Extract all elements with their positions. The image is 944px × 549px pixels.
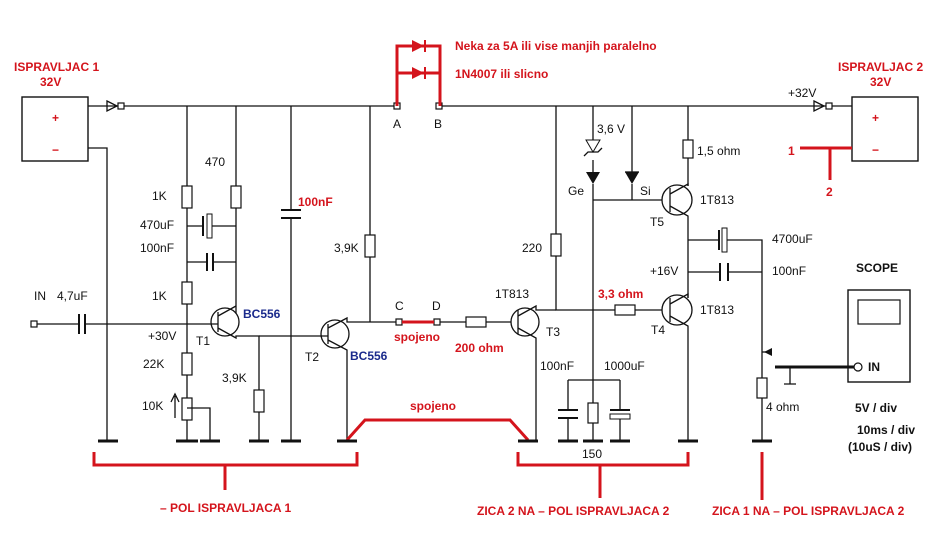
node-a-label: A bbox=[393, 117, 401, 131]
pot-10k-label: 10K bbox=[142, 399, 163, 413]
scope-title: SCOPE bbox=[856, 261, 898, 275]
t2-type-label: BC556 bbox=[350, 349, 388, 363]
supply-right-title: ISPRAVLJAC 2 bbox=[838, 60, 923, 74]
r-3-9k-label: 3,9K bbox=[222, 371, 247, 385]
c-470uf-label: 470uF bbox=[140, 218, 174, 232]
r-load-label: 4 ohm bbox=[766, 400, 799, 414]
r-200-label: 200 ohm bbox=[455, 341, 504, 355]
rail-32v-label: +32V bbox=[788, 86, 816, 100]
c-100nf-right-label: 100nF bbox=[772, 264, 806, 278]
top-rail: A B bbox=[88, 99, 852, 131]
diode-note-line1: Neka za 5A ili vise manjih paralelno bbox=[455, 39, 657, 53]
c-1000uf-label: 1000uF bbox=[604, 359, 645, 373]
zener-label: 3,6 V bbox=[597, 122, 625, 136]
ground-left-label: – POL ISPRAVLJACA 1 bbox=[160, 501, 291, 515]
input-label: IN bbox=[34, 289, 46, 303]
r-220-label: 220 bbox=[522, 241, 542, 255]
t5-label: T5 bbox=[650, 215, 664, 229]
r-150-label: 150 bbox=[582, 447, 602, 461]
r-470-label: 470 bbox=[205, 155, 225, 169]
r-22k-label: 22K bbox=[143, 357, 164, 371]
spojeno-ground-label: spojeno bbox=[410, 399, 456, 413]
scope-input-label: IN bbox=[868, 360, 880, 374]
node-d-label: D bbox=[432, 299, 441, 313]
r-1-5-label: 1,5 ohm bbox=[697, 144, 740, 158]
c-100nf-bypass-label: 100nF bbox=[298, 195, 333, 209]
node-c-label: C bbox=[395, 299, 404, 313]
supply-left-plus: + bbox=[52, 111, 59, 125]
v-30-label: +30V bbox=[148, 329, 176, 343]
ground-right-label: ZICA 1 NA – POL ISPRAVLJACA 2 bbox=[712, 504, 905, 518]
t3-type-label: 1T813 bbox=[495, 287, 529, 301]
t4-label: T4 bbox=[651, 323, 665, 337]
t4-type-label: 1T813 bbox=[700, 303, 734, 317]
supply-right-minus: − bbox=[872, 143, 879, 157]
si-label: Si bbox=[640, 184, 651, 198]
ge-label: Ge bbox=[568, 184, 584, 198]
supply-left: ISPRAVLJAC 1 32V + − bbox=[14, 60, 99, 162]
supply-left-voltage: 32V bbox=[40, 75, 61, 89]
supply-right-voltage: 32V bbox=[870, 75, 891, 89]
pin-wires bbox=[800, 146, 852, 180]
scope-volts-label: 5V / div bbox=[855, 401, 897, 415]
scope-time2-label: (10uS / div) bbox=[848, 440, 912, 454]
r-1k-mid-label: 1K bbox=[152, 289, 167, 303]
diode-note-line2: 1N4007 ili slicno bbox=[455, 67, 548, 81]
ground-middle-label: ZICA 2 NA – POL ISPRAVLJACA 2 bbox=[477, 504, 670, 518]
right-stage: 220 1T813 T3 3,6 V Ge Si 1,5 ohm 1T813 T… bbox=[495, 106, 813, 461]
c-100nf-label: 100nF bbox=[140, 241, 174, 255]
t2-label: T2 bbox=[305, 350, 319, 364]
supply-left-minus: − bbox=[52, 143, 59, 157]
t5-type-label: 1T813 bbox=[700, 193, 734, 207]
left-stage: 470 1K 470uF 100nF 1K +30V 22K 10K IN 4,… bbox=[30, 106, 397, 440]
t3-label: T3 bbox=[546, 325, 560, 339]
v-16-label: +16V bbox=[650, 264, 678, 278]
spojeno-cd-label: spojeno bbox=[394, 330, 440, 344]
link-cd: C D spojeno 200 ohm spojeno bbox=[345, 299, 530, 442]
c-4700uf-label: 4700uF bbox=[772, 232, 813, 246]
supply-right: ISPRAVLJAC 2 32V + − +32V 1 2 bbox=[788, 60, 923, 199]
supply-right-plus: + bbox=[872, 111, 879, 125]
pin-1-label: 1 bbox=[788, 144, 795, 158]
node-b-label: B bbox=[434, 117, 442, 131]
pin-2-label: 2 bbox=[826, 185, 833, 199]
r-1k-top-label: 1K bbox=[152, 189, 167, 203]
t1-label: T1 bbox=[196, 334, 210, 348]
r-3-3-label: 3,3 ohm bbox=[598, 287, 643, 301]
scope-time1-label: 10ms / div bbox=[857, 423, 915, 437]
t1-type-label: BC556 bbox=[243, 307, 281, 321]
r-3-9k-right-label: 3,9K bbox=[334, 241, 359, 255]
diode-pair: Neka za 5A ili vise manjih paralelno 1N4… bbox=[395, 39, 657, 106]
supply-left-title: ISPRAVLJAC 1 bbox=[14, 60, 99, 74]
input-cap-label: 4,7uF bbox=[57, 289, 88, 303]
scope: SCOPE IN 5V / div 10ms / div (10uS / div… bbox=[775, 261, 915, 454]
c-100nf-low-label: 100nF bbox=[540, 359, 574, 373]
ground-bars: – POL ISPRAVLJACA 1 ZICA 2 NA – POL ISPR… bbox=[92, 439, 905, 518]
